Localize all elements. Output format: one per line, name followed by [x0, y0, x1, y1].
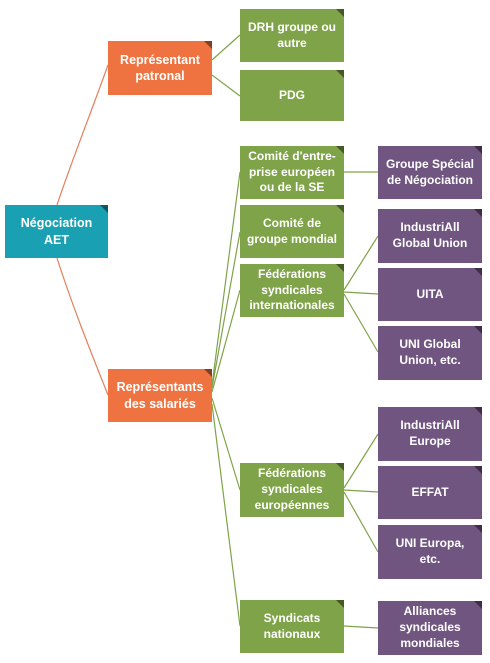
connector-sn-asm [343, 625, 379, 629]
node-groupe-special-negociation: Groupe Spécial de Négociation [378, 146, 482, 199]
node-label: IndustriAll Global Union [392, 220, 468, 250]
node-label: IndustriAll Europe [400, 418, 460, 448]
node-label: UNI Europa, etc. [395, 536, 465, 566]
node-federations-internationales: Fédérations syndicales internationales [240, 264, 344, 317]
node-drh-groupe: DRH groupe ou autre [240, 9, 344, 62]
node-industriall-europe: IndustriAll Europe [378, 407, 482, 461]
node-uita: UITA [378, 268, 482, 321]
node-label: Représentant patronal [120, 52, 200, 84]
node-federations-europeennes: Fédérations syndicales européennes [240, 463, 344, 517]
connector-employees-children [211, 171, 241, 627]
node-label: Comité de groupe mondial [247, 215, 337, 246]
node-uni-europa: UNI Europa, etc. [378, 525, 482, 579]
node-pdg: PDG [240, 70, 344, 121]
node-representants-salaries: Représentants des salariés [108, 369, 212, 422]
node-alliances-syndicales-mondiales: Alliances syndicales mondiales [378, 601, 482, 655]
connector-fse-children [343, 433, 379, 553]
node-effat: EFFAT [378, 466, 482, 519]
node-representant-patronal: Représentant patronal [108, 41, 212, 95]
node-label: Représentants des salariés [116, 380, 204, 411]
node-comite-groupe-mondial: Comité de groupe mondial [240, 205, 344, 258]
node-label: PDG [278, 87, 305, 102]
node-label: UITA [416, 286, 444, 301]
node-label: DRH groupe ou autre [248, 19, 336, 50]
node-label: EFFAT [411, 484, 449, 499]
connector-root-employees [56, 257, 109, 396]
node-comite-entreprise-europeen: Comité d'entre- prise européen ou de la … [240, 146, 344, 199]
node-label: Fédérations syndicales européennes [254, 466, 330, 512]
node-label: Alliances syndicales mondiales [399, 604, 461, 650]
node-label: Comité d'entre- prise européen ou de la … [248, 148, 336, 195]
node-label: Négociation AET [20, 216, 93, 247]
node-label: UNI Global Union, etc. [399, 337, 461, 367]
node-label: Fédérations syndicales internationales [249, 266, 335, 313]
node-label: Syndicats nationaux [263, 610, 321, 641]
connector-fsi-children [343, 235, 379, 353]
node-label: Groupe Spécial de Négociation [385, 156, 475, 187]
node-syndicats-nationaux: Syndicats nationaux [240, 600, 344, 653]
connector-employer-children [211, 34, 241, 97]
connector-root-employer [56, 64, 109, 206]
node-industriall-global-union: IndustriAll Global Union [378, 209, 482, 263]
node-negociation-aet: Négociation AET [5, 205, 108, 258]
node-uni-global-union: UNI Global Union, etc. [378, 326, 482, 380]
